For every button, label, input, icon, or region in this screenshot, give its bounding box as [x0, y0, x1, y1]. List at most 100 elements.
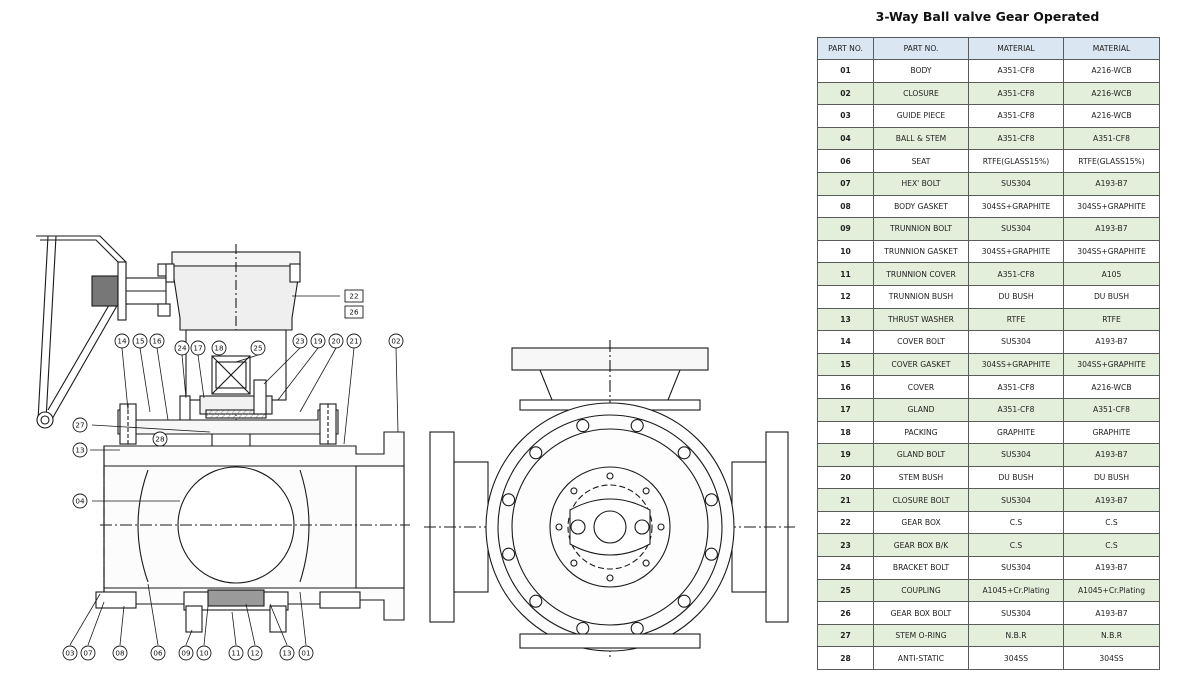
cell-material-2: GRAPHITE [1063, 420, 1160, 445]
cell-part-name: CLOSURE [873, 81, 969, 106]
cover-bolt-hole [642, 487, 650, 495]
header-material-1: MATERIAL [968, 37, 1064, 60]
cell-part-name: SEAT [873, 149, 969, 173]
callout-top-10: 21 [346, 333, 362, 349]
callout-label: 01 [301, 649, 310, 658]
callout-bubble [344, 305, 364, 319]
flange-bolt [704, 493, 718, 507]
callout-side_gear-0: 22 [344, 289, 364, 303]
cell-material-1: 304SS+GRAPHITE [968, 194, 1064, 219]
cover-bolt-hole [606, 472, 614, 480]
cell-part-no: 07 [817, 171, 874, 196]
flange-bolt [502, 547, 516, 561]
cell-material-1: A1045+Cr.Plating [968, 578, 1064, 603]
callout-label: 13 [282, 649, 291, 658]
cell-part-no: 02 [817, 81, 874, 106]
callout-top-0: 14 [114, 333, 130, 349]
callout-label: 07 [83, 649, 92, 658]
cell-part-name: TRUNNION BUSH [873, 284, 969, 309]
cell-material-2: DU BUSH [1063, 284, 1160, 309]
callout-label: 18 [214, 344, 224, 353]
callout-bubble [344, 289, 364, 303]
cell-part-name: TRUNNION COVER [873, 262, 969, 286]
callout-label: 20 [331, 337, 341, 346]
cell-material-1: 304SS+GRAPHITE [968, 239, 1064, 264]
cell-part-name: COVER [873, 375, 969, 399]
callout-top-3: 24 [174, 340, 190, 356]
callout-label: 02 [391, 337, 400, 346]
cell-material-1: RTFE [968, 307, 1064, 332]
flange-bolt [630, 621, 644, 635]
cell-part-no: 13 [817, 307, 874, 332]
callout-bottom-8: 13 [279, 645, 295, 661]
callout-bottom-4: 09 [178, 645, 194, 661]
callout-bubble [132, 333, 148, 349]
cover-bolt-hole [657, 523, 665, 531]
cell-material-1: A351-CF8 [968, 375, 1064, 399]
callout-label: 15 [135, 337, 144, 346]
cell-material-2: 304SS [1063, 646, 1160, 671]
cell-material-1: C.S [968, 510, 1064, 535]
cell-material-2: A193-B7 [1063, 443, 1160, 467]
cover-bolt-hole [642, 559, 650, 567]
cell-part-name: COVER GASKET [873, 352, 969, 377]
callout-label: 24 [177, 344, 187, 353]
callout-bubble [247, 645, 263, 661]
cell-material-2: C.S [1063, 533, 1160, 558]
cell-part-no: 04 [817, 126, 874, 151]
cover-bolt-hole [570, 559, 578, 567]
cell-material-2: A216-WCB [1063, 104, 1160, 128]
callout-bubble [72, 442, 88, 458]
flange-bolt [529, 446, 543, 460]
cell-material-1: RTFE(GLASS15%) [968, 149, 1064, 173]
cell-material-1: A351-CF8 [968, 81, 1064, 106]
cell-material-1: A351-CF8 [968, 262, 1064, 286]
callout-bubble [388, 333, 404, 349]
cell-part-name: GUIDE PIECE [873, 104, 969, 128]
callout-label: 25 [253, 344, 262, 353]
cell-part-name: BALL & STEM [873, 126, 969, 151]
flange-bolt [677, 446, 691, 460]
callout-label: 27 [75, 421, 84, 430]
callout-bubble [211, 340, 227, 356]
cell-part-no: 08 [817, 194, 874, 219]
cell-part-name: COUPLING [873, 578, 969, 603]
cover-bolt-hole [606, 574, 614, 582]
cell-part-no: 28 [817, 646, 874, 671]
cell-material-2: 304SS+GRAPHITE [1063, 239, 1160, 264]
flange-bolt [502, 493, 516, 507]
callout-label: 26 [349, 308, 359, 317]
cell-part-no: 18 [817, 420, 874, 445]
cell-part-name: PACKING [873, 420, 969, 445]
cell-material-1: C.S [968, 533, 1064, 558]
cell-material-2: A193-B7 [1063, 556, 1160, 580]
cell-material-1: 304SS [968, 646, 1064, 671]
cell-part-name: BRACKET BOLT [873, 556, 969, 580]
callout-bottom-9: 01 [298, 645, 314, 661]
cell-part-name: STEM BUSH [873, 465, 969, 490]
cell-material-1: GRAPHITE [968, 420, 1064, 445]
cell-part-no: 01 [817, 59, 874, 83]
drawing-title: 3-Way Ball valve Gear Operated [875, 9, 1100, 24]
callout-top-4: 17 [190, 340, 206, 356]
callout-side_gear-1: 26 [344, 305, 364, 319]
cell-part-no: 20 [817, 465, 874, 490]
flange-bolt [576, 621, 590, 635]
callout-bubble [174, 340, 190, 356]
front-bottom-cover [519, 633, 701, 649]
cell-material-1: A351-CF8 [968, 104, 1064, 128]
callout-bubble [72, 417, 88, 433]
cell-part-no: 14 [817, 330, 874, 354]
cell-material-2: DU BUSH [1063, 465, 1160, 490]
